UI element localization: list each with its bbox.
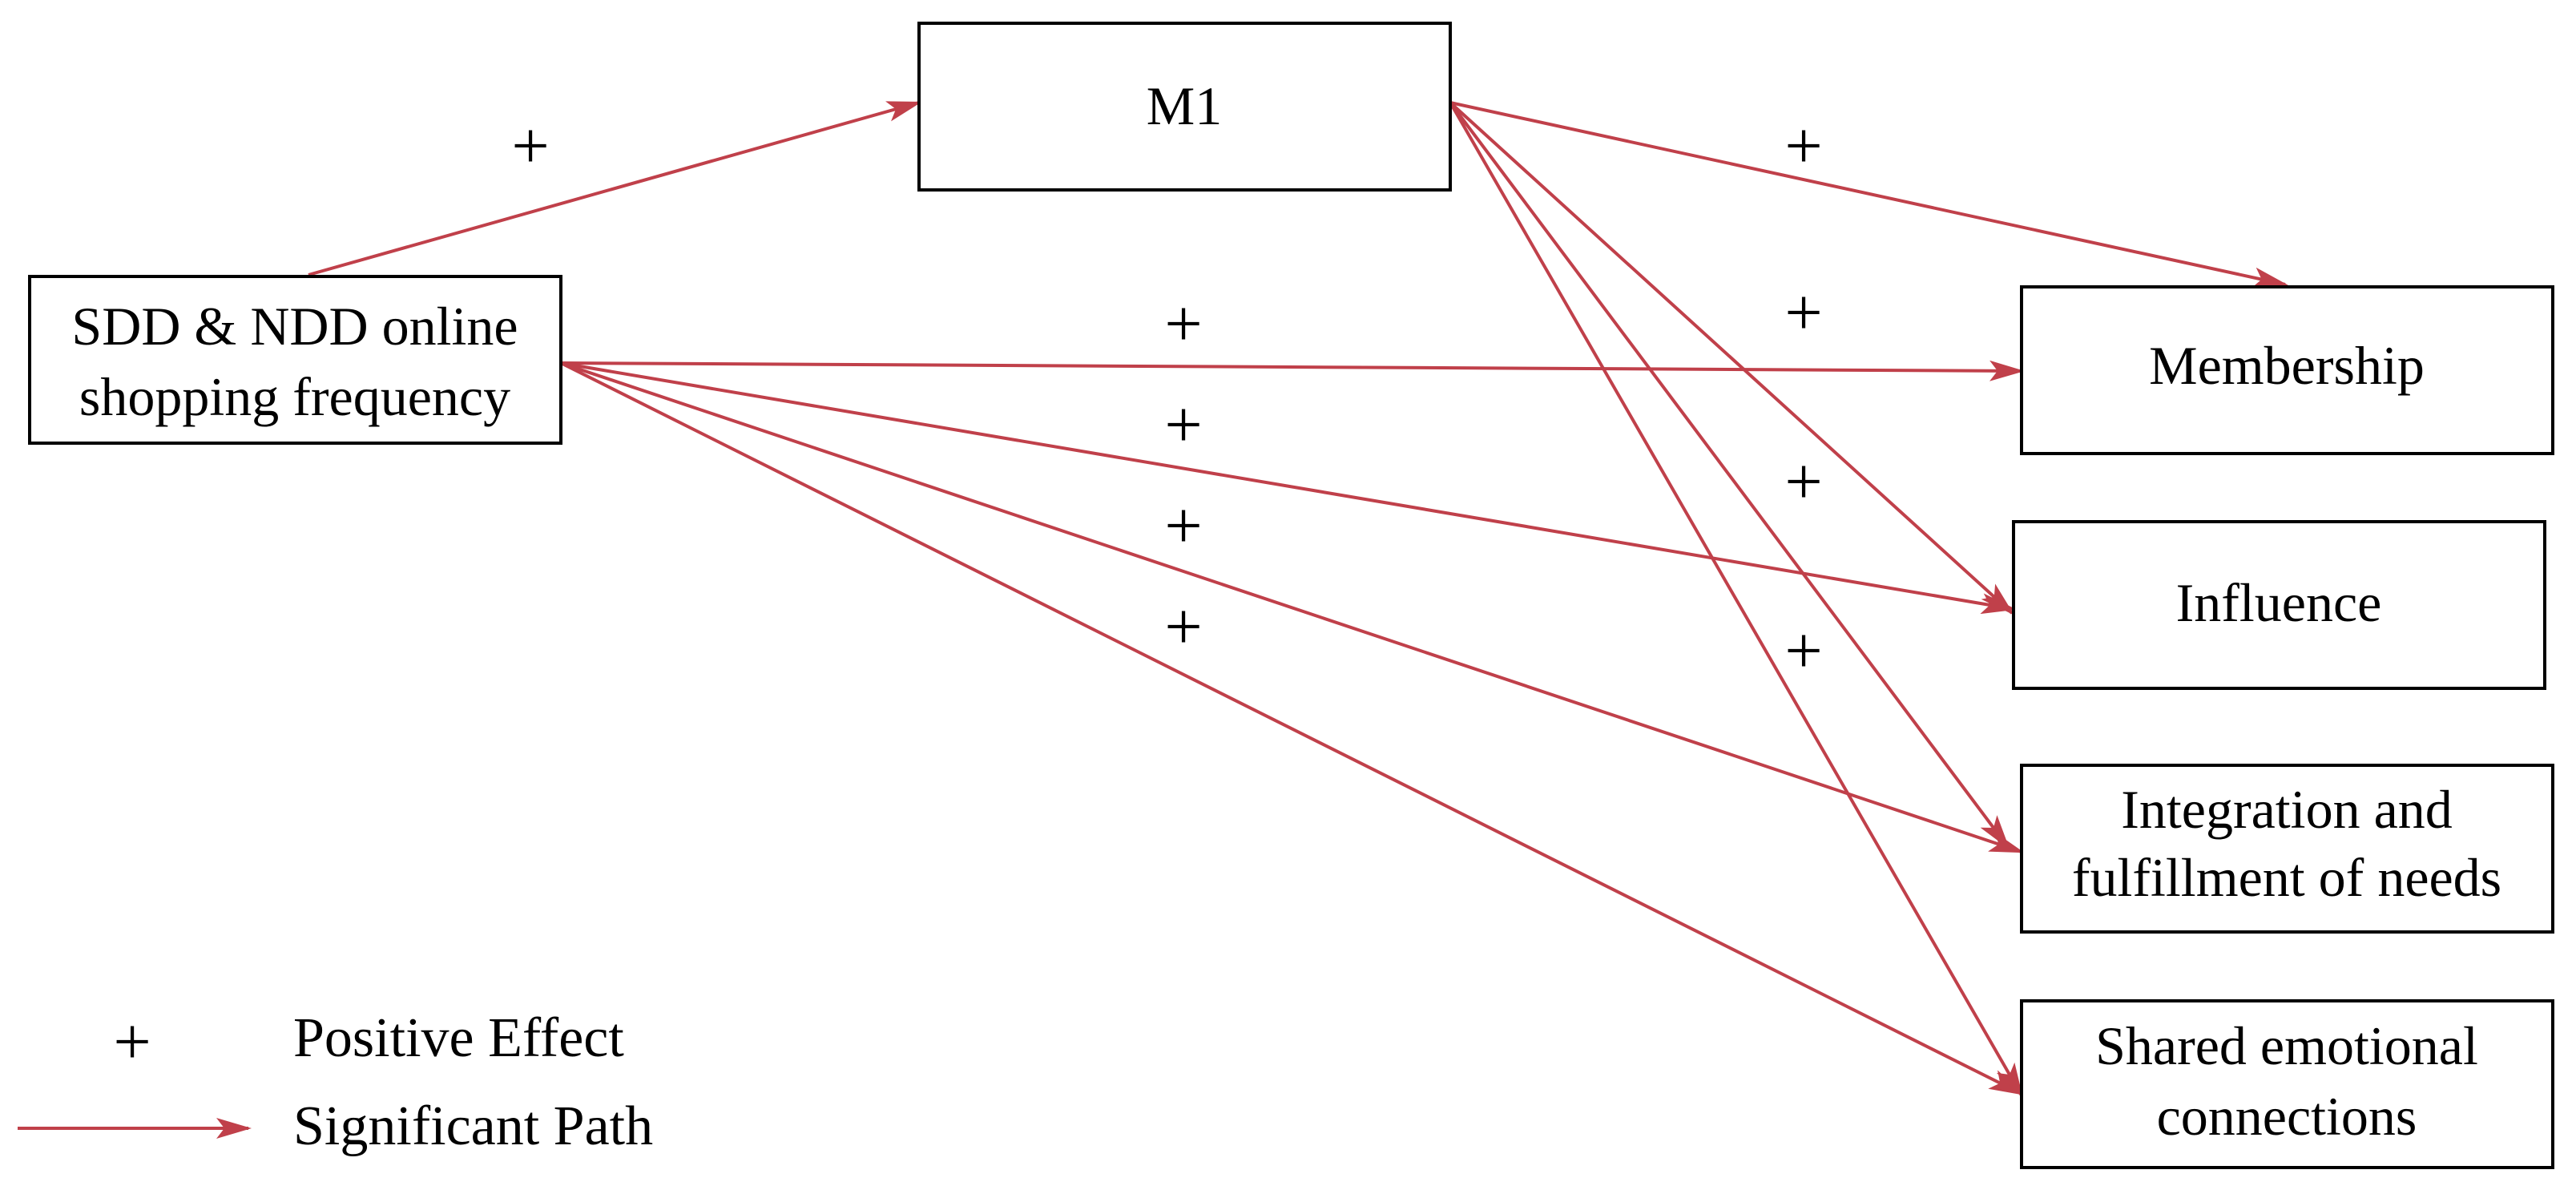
node-m1-box bbox=[917, 22, 1452, 192]
node-influence-label: Influence bbox=[2176, 572, 2382, 633]
plus-source-to-influence: + bbox=[1164, 388, 1202, 462]
node-m1-label: M1 bbox=[1147, 75, 1222, 136]
path-m1-to-integration bbox=[1449, 101, 2010, 850]
plus-m1-to-influence: + bbox=[1784, 276, 1822, 350]
node-integration-label-line1: Integration and bbox=[2121, 779, 2453, 840]
path-source-to-integration bbox=[560, 361, 2025, 853]
node-shared: Shared emotional connections bbox=[2020, 999, 2554, 1169]
node-integration-label-line2: fulfillment of needs bbox=[2072, 847, 2501, 908]
node-shared-label-line2: connections bbox=[2157, 1086, 2417, 1147]
effect-markers: + + + + + + + + + bbox=[511, 109, 1822, 688]
legend-path-label: Significant Path bbox=[293, 1095, 653, 1157]
node-shared-box bbox=[2020, 999, 2554, 1169]
plus-source-to-integration: + bbox=[1164, 489, 1202, 563]
node-source: SDD & NDD online shopping frequency bbox=[28, 275, 562, 445]
plus-m1-to-integration: + bbox=[1784, 445, 1822, 519]
node-integration: Integration and fulfillment of needs bbox=[2020, 764, 2554, 934]
plus-source-to-shared: + bbox=[1164, 590, 1202, 664]
node-membership-label: Membership bbox=[2149, 335, 2425, 396]
node-integration-box bbox=[2020, 764, 2554, 934]
legend: + Positive Effect Significant Path bbox=[18, 1005, 653, 1157]
node-membership: Membership bbox=[2020, 285, 2554, 455]
plus-source-to-membership: + bbox=[1164, 287, 1202, 361]
plus-source-to-m1: + bbox=[511, 109, 549, 184]
paths bbox=[308, 101, 2288, 1099]
node-source-box bbox=[28, 275, 562, 445]
node-membership-box bbox=[2020, 285, 2554, 455]
node-source-label-line1: SDD & NDD online bbox=[71, 296, 518, 357]
node-shared-label-line1: Shared emotional bbox=[2095, 1015, 2478, 1076]
node-source-label-line2: shopping frequency bbox=[79, 366, 510, 427]
path-source-to-m1 bbox=[308, 101, 922, 276]
path-source-to-shared bbox=[560, 361, 2025, 1095]
path-m1-to-membership bbox=[1449, 101, 2288, 288]
node-influence: Influence bbox=[2012, 520, 2546, 690]
plus-m1-to-shared: + bbox=[1784, 614, 1822, 688]
node-influence-box bbox=[2012, 520, 2546, 690]
path-m1-to-shared bbox=[1449, 102, 2023, 1099]
legend-plus-symbol: + bbox=[113, 1005, 151, 1079]
node-m1: M1 bbox=[917, 22, 1452, 192]
plus-m1-to-membership: + bbox=[1784, 109, 1822, 184]
legend-positive-label: Positive Effect bbox=[293, 1007, 624, 1069]
path-source-to-membership bbox=[560, 360, 2025, 381]
path-m1-to-influence bbox=[1449, 101, 2014, 615]
path-source-to-influence bbox=[560, 361, 2017, 615]
